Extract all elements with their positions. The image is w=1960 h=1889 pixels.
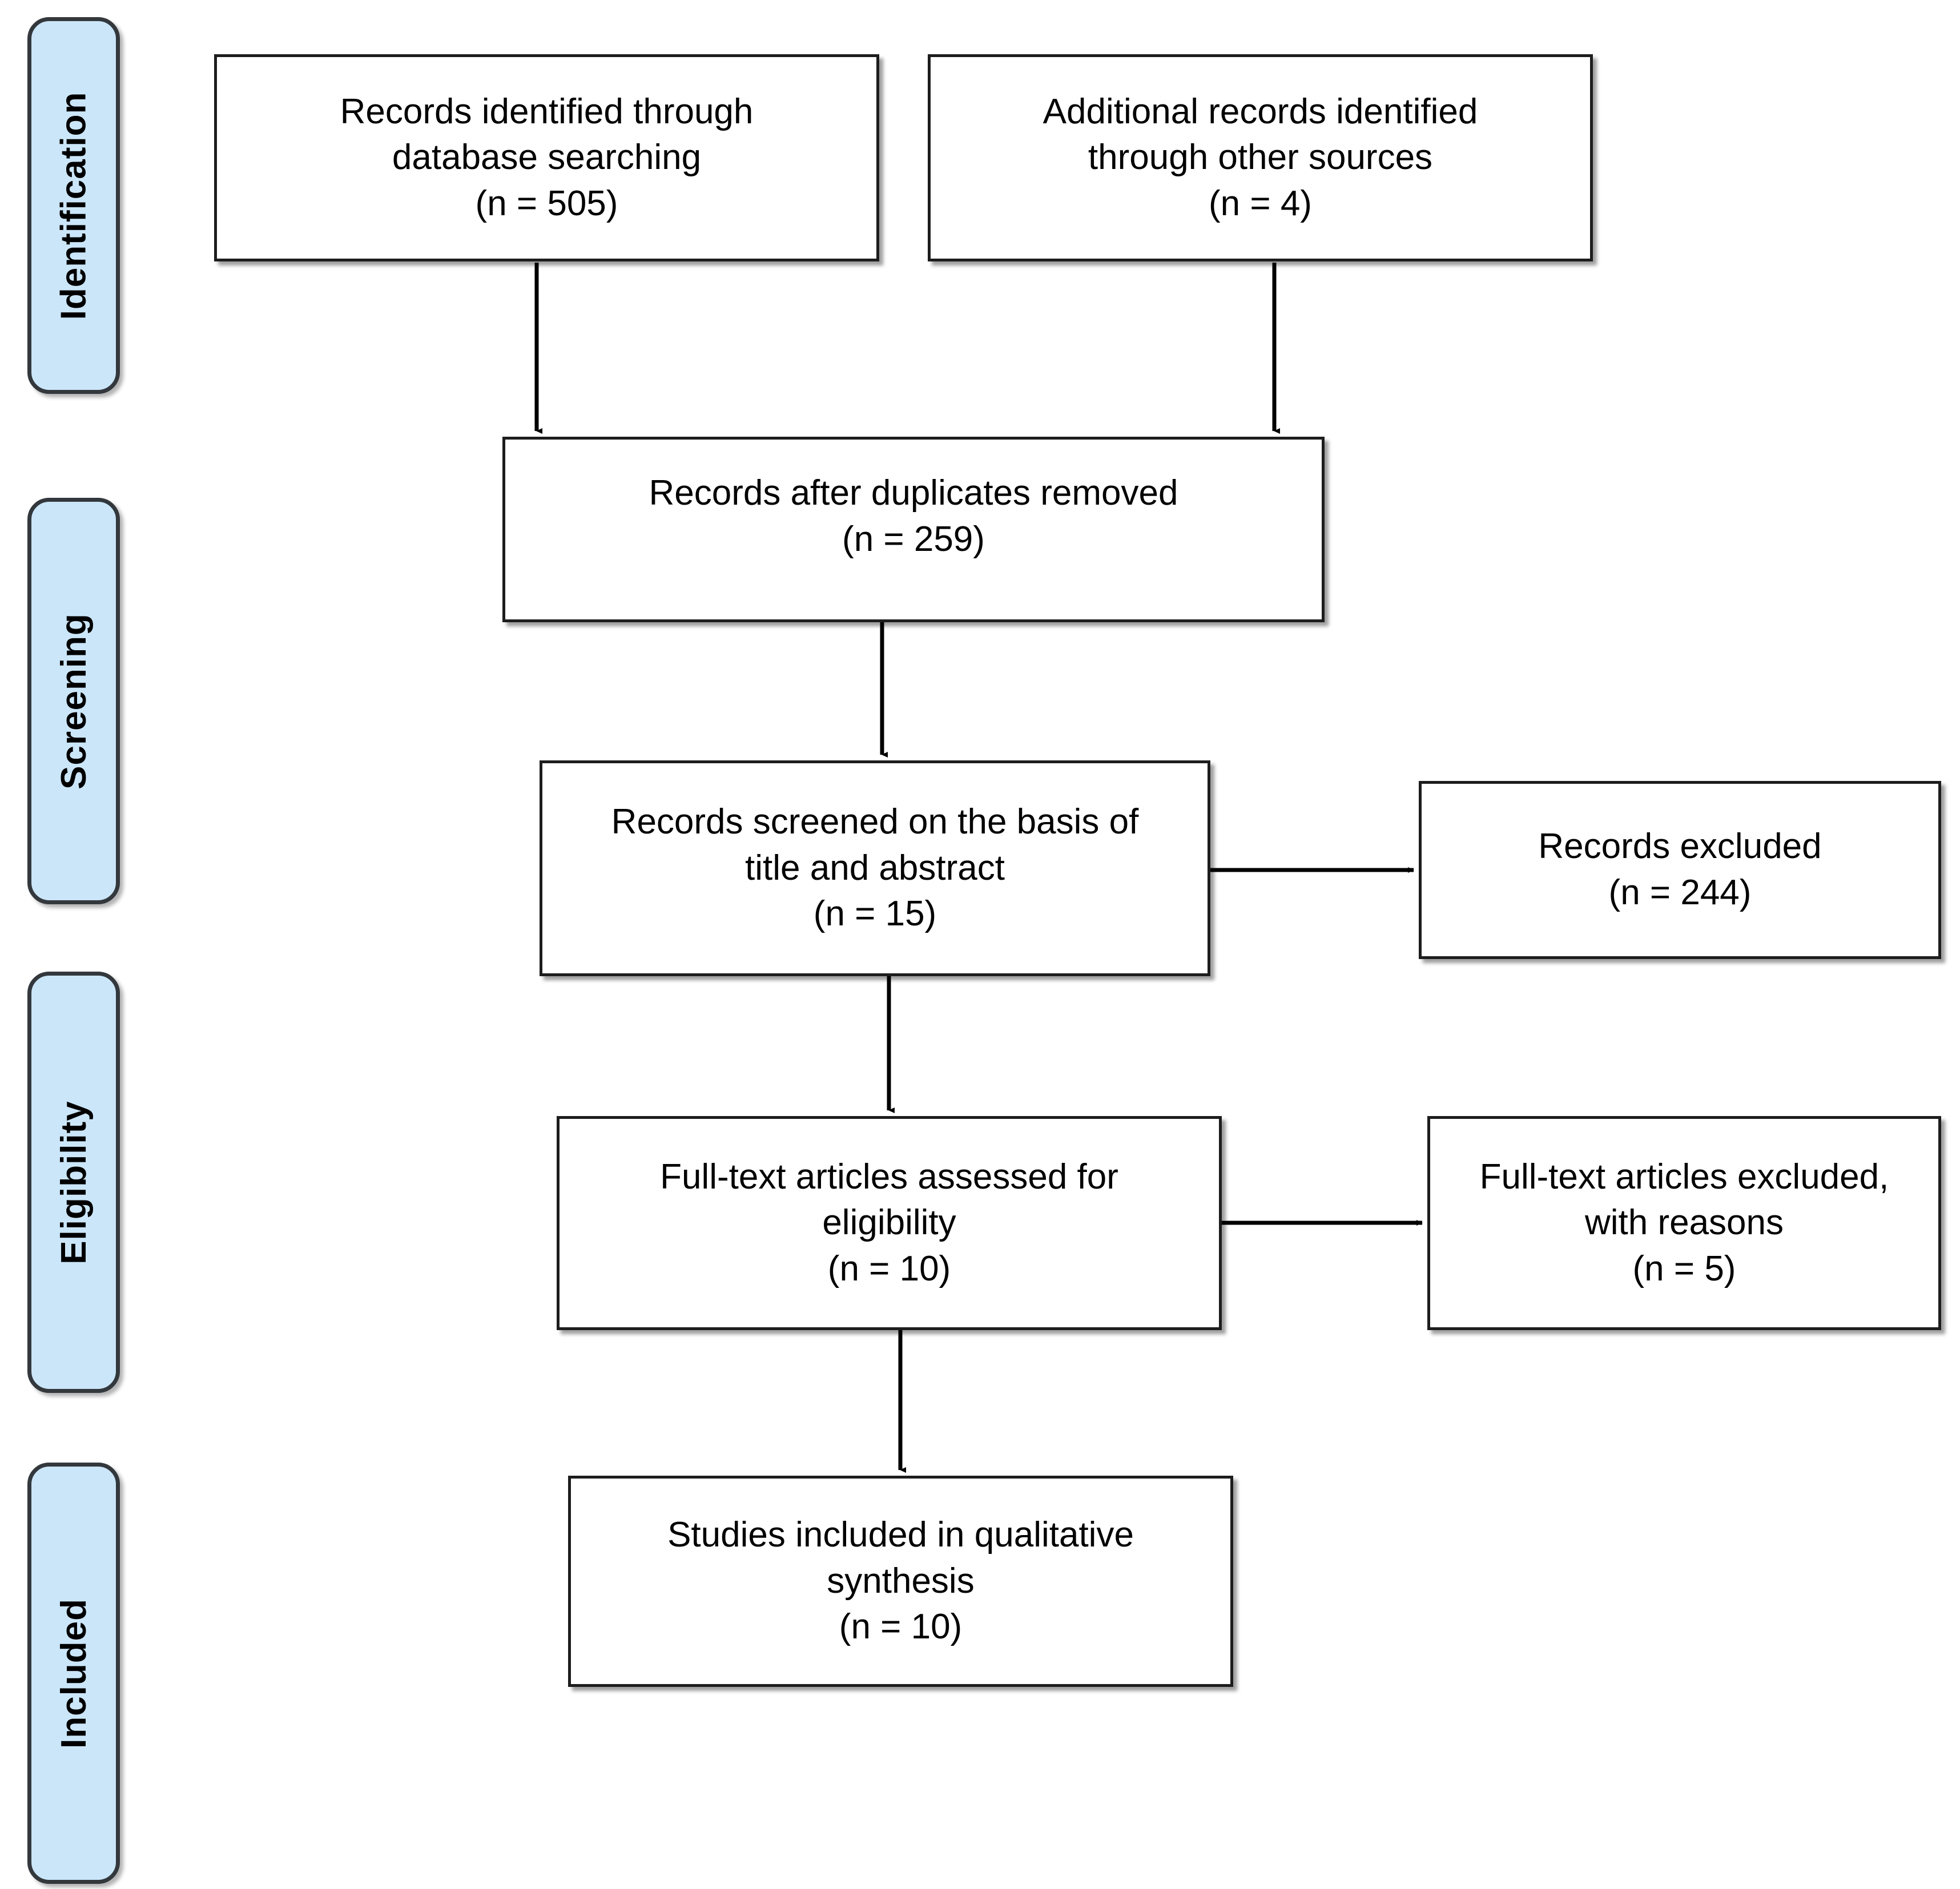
box-records-excluded: Records excluded (n = 244)	[1419, 781, 1941, 959]
box-line-1: Records excluded	[1538, 827, 1822, 867]
box-line-2: eligibility	[822, 1203, 956, 1243]
box-line-1: Records identified through	[340, 91, 754, 131]
stage-band-included: Included	[27, 1463, 120, 1884]
box-line-2: (n = 244)	[1608, 873, 1752, 912]
box-line-3: (n = 15)	[813, 894, 937, 934]
stage-label-screening: Screening	[54, 613, 94, 790]
box-line-2: database searching	[392, 138, 702, 178]
box-line-3: (n = 10)	[839, 1607, 963, 1647]
box-records-after-duplicates-removed: Records after duplicates removed (n = 25…	[502, 437, 1325, 622]
box-line-1: Records screened on the basis of	[611, 802, 1139, 842]
stage-band-screening: Screening	[27, 498, 120, 904]
box-fulltext-articles-assessed: Full-text articles assessed for eligibil…	[557, 1116, 1222, 1330]
box-line-3: (n = 10)	[827, 1248, 951, 1288]
box-line-1: Records after duplicates removed	[649, 473, 1178, 513]
box-additional-records-other-sources: Additional records identified through ot…	[928, 54, 1593, 261]
box-line-2: with reasons	[1584, 1203, 1784, 1243]
box-line-2: title and abstract	[745, 848, 1005, 888]
stage-label-identification: Identification	[54, 91, 94, 320]
stage-label-included: Included	[54, 1598, 94, 1749]
box-line-2: synthesis	[827, 1561, 975, 1601]
box-line-1: Full-text articles assessed for	[660, 1157, 1118, 1197]
box-fulltext-articles-excluded: Full-text articles excluded, with reason…	[1427, 1116, 1941, 1330]
box-records-identified-database: Records identified through database sear…	[214, 54, 879, 261]
stage-band-eligibility: Eligibility	[27, 972, 120, 1393]
box-line-3: (n = 505)	[475, 183, 618, 223]
box-studies-included-qualitative: Studies included in qualitative synthesi…	[568, 1476, 1233, 1687]
box-line-3: (n = 4)	[1209, 183, 1312, 223]
box-line-2: through other sources	[1088, 138, 1433, 178]
box-line-1: Studies included in qualitative	[667, 1515, 1134, 1555]
box-line-2: (n = 259)	[842, 519, 985, 559]
box-line-1: Additional records identified	[1043, 91, 1478, 131]
stage-label-eligibility: Eligibility	[54, 1100, 94, 1264]
stage-band-identification: Identification	[27, 17, 120, 394]
box-line-1: Full-text articles excluded,	[1479, 1157, 1889, 1197]
box-line-3: (n = 5)	[1632, 1248, 1736, 1288]
box-records-screened: Records screened on the basis of title a…	[540, 760, 1210, 976]
